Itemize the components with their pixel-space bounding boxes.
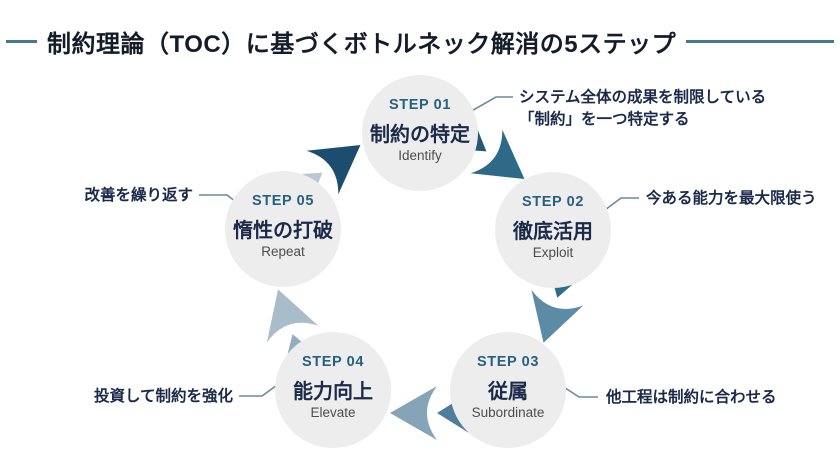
title-bar: 制約理論（TOC）に基づくボトルネック解消の5ステップ [0,24,840,59]
step1-annotation-line1: システム全体の成果を制限している [519,87,766,106]
step4-title: 能力向上 [293,379,373,403]
step3-title: 従属 [487,379,528,403]
step4-subtitle: Elevate [310,405,355,420]
page-title: 制約理論（TOC）に基づくボトルネック解消の5ステップ [47,31,677,58]
arrow-step5-to-step1-lead-icon [306,144,361,195]
arrow-step4-to-step5-lead-icon [266,289,319,343]
title-rule-right [686,40,834,43]
step4-number: STEP 04 [302,354,364,370]
step5-number: STEP 05 [252,193,314,209]
step2-circle [495,172,611,288]
step3-subtitle: Subordinate [472,405,545,420]
step-node-2: STEP 02 徹底活用 Exploit [495,172,611,288]
step-node-5: STEP 05 惰性の打破 Repeat [225,171,341,287]
step1-circle [362,75,478,191]
step5-title: 惰性の打破 [233,218,333,242]
step-node-3: STEP 03 従属 Subordinate [450,332,566,448]
step2-annotation: 今ある能力を最大限使う [646,188,817,207]
arrow-step1-to-step2-lead-icon [470,129,525,180]
step1-number: STEP 01 [389,97,451,113]
step-node-1: STEP 01 制約の特定 Identify [362,75,478,191]
connector-step1-note [467,96,513,114]
step2-title: 徹底活用 [512,219,593,243]
title-rule-left [6,40,37,43]
step3-annotation: 他工程は制約に合わせる [605,387,777,406]
step-node-4: STEP 04 能力向上 Elevate [275,332,391,448]
step4-annotation: 投資して制約を強化 [94,386,234,405]
step5-circle [225,171,341,287]
step1-subtitle: Identify [398,148,442,163]
connector-step2-note [600,197,639,214]
step2-subtitle: Exploit [533,245,574,260]
arrow-step3-to-step4-lead-icon [390,386,437,440]
step3-number: STEP 03 [477,354,539,370]
step3-circle [450,332,566,448]
step5-subtitle: Repeat [261,244,305,259]
step1-annotation-line2: 「制約」を一つ特定する [519,109,690,128]
step5-annotation: 改善を繰り返す [84,185,193,204]
step2-number: STEP 02 [522,194,584,210]
arrow-step2-to-step3-lead-icon [531,289,584,343]
step4-circle [275,332,391,448]
step1-title: 制約の特定 [370,122,470,146]
